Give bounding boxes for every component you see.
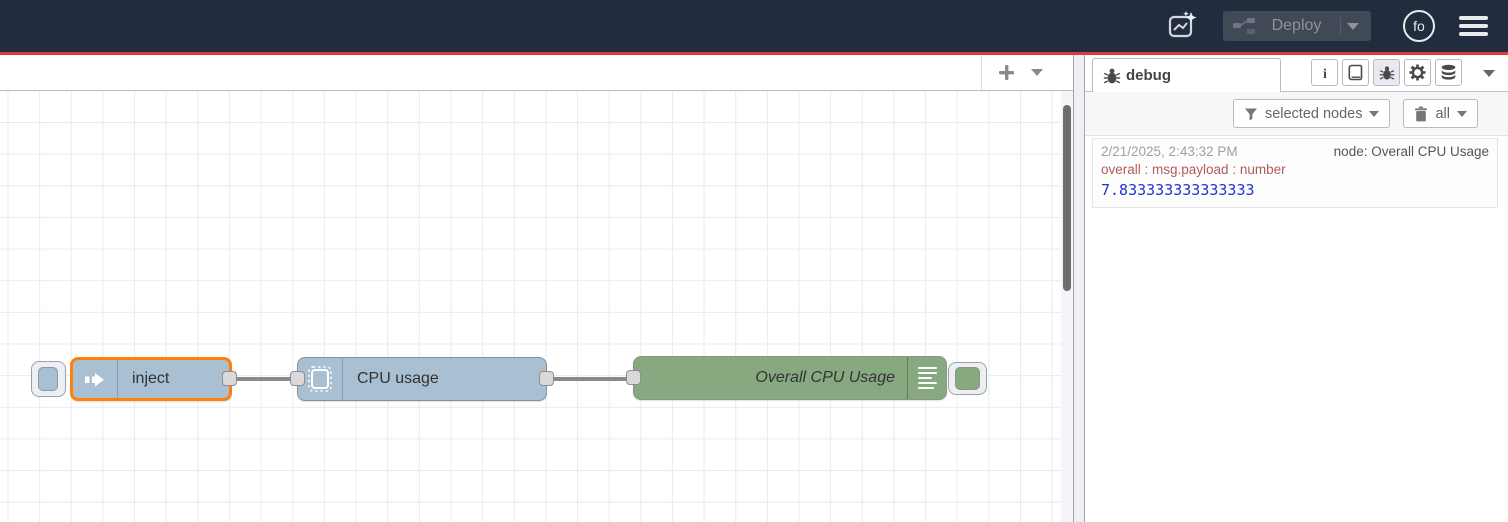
svg-text:i: i — [1323, 67, 1327, 81]
header-bar: Deploy fo — [0, 0, 1508, 52]
message-property[interactable]: overall : msg.payload : number — [1101, 162, 1286, 177]
avatar-initials: fo — [1413, 18, 1425, 34]
debug-filter-button[interactable]: selected nodes — [1232, 99, 1391, 128]
sidebar-tab-info-button[interactable]: i — [1311, 59, 1338, 86]
filter-icon — [1244, 108, 1257, 120]
flow-list-button[interactable] — [1031, 69, 1043, 76]
node-label: CPU usage — [357, 370, 439, 387]
message-value[interactable]: 7.833333333333333 — [1101, 181, 1255, 199]
deploy-label: Deploy — [1271, 17, 1322, 34]
add-flow-button[interactable] — [998, 64, 1015, 81]
gear-icon — [1409, 64, 1426, 81]
sidebar-resize-gutter[interactable] — [1074, 55, 1085, 522]
wire-cpu-to-debug[interactable] — [549, 377, 641, 381]
debug-clear-label: all — [1435, 105, 1450, 122]
node-cpu-usage[interactable]: CPU usage — [290, 357, 554, 401]
workspace: inject CPU usage Overall CPU Usage — [0, 55, 1074, 522]
deploy-options-caret-icon[interactable] — [1347, 22, 1359, 30]
deploy-divider — [1340, 17, 1341, 35]
wire-inject-to-cpu[interactable] — [234, 377, 294, 381]
deploy-icon — [1233, 18, 1255, 34]
message-source-node[interactable]: node: Overall CPU Usage — [1333, 144, 1489, 159]
editor-banner-stripe — [0, 52, 1508, 55]
inject-arrow-icon — [73, 360, 118, 398]
sidebar-tab-help-button[interactable] — [1342, 59, 1369, 86]
info-icon: i — [1323, 67, 1327, 81]
database-icon — [1441, 64, 1456, 80]
main-menu-icon[interactable] — [1459, 16, 1488, 36]
caret-down-icon — [1369, 110, 1380, 117]
node-label: Overall CPU Usage — [755, 369, 895, 386]
trash-icon — [1415, 106, 1428, 121]
debug-message-list: 2/21/2025, 2:43:32 PM node: Overall CPU … — [1085, 138, 1508, 208]
flow-canvas[interactable]: inject CPU usage Overall CPU Usage — [0, 91, 1061, 522]
sidebar: debug i — [1085, 55, 1508, 522]
cpu-chip-icon — [298, 358, 343, 400]
tab-debug-label: debug — [1126, 67, 1171, 84]
tab-debug[interactable]: debug — [1092, 58, 1281, 92]
node-debug-overall-cpu[interactable]: Overall CPU Usage — [626, 356, 947, 400]
sidebar-tab-debug-button[interactable] — [1373, 59, 1400, 86]
plus-icon — [999, 65, 1014, 80]
flow-tab-bar — [0, 55, 1073, 91]
bug-icon — [1103, 68, 1121, 83]
debug-filter-toolbar: selected nodes all — [1085, 92, 1508, 136]
sidebar-tab-config-button[interactable] — [1404, 59, 1431, 86]
caret-down-icon — [1457, 110, 1467, 117]
caret-down-icon — [1031, 69, 1043, 76]
message-timestamp: 2/21/2025, 2:43:32 PM — [1101, 144, 1238, 159]
user-avatar[interactable]: fo — [1403, 10, 1435, 42]
sidebar-tab-context-button[interactable] — [1435, 59, 1462, 86]
cpu-input-port[interactable] — [290, 371, 305, 386]
debug-message[interactable]: 2/21/2025, 2:43:32 PM node: Overall CPU … — [1092, 138, 1498, 208]
deploy-button[interactable]: Deploy — [1223, 11, 1371, 41]
bug-icon — [1379, 65, 1394, 80]
debug-toggle-button[interactable] — [948, 362, 987, 395]
canvas-vertical-scrollbar[interactable] — [1061, 91, 1073, 522]
node-inject[interactable]: inject — [70, 357, 237, 401]
sidebar-tab-bar: debug i — [1085, 55, 1508, 92]
debug-clear-button[interactable]: all — [1403, 99, 1478, 128]
book-icon — [1348, 64, 1363, 81]
sidebar-options-caret-icon[interactable] — [1483, 70, 1495, 77]
node-label: inject — [132, 370, 170, 387]
scrollbar-thumb[interactable] — [1063, 105, 1071, 291]
inject-output-port[interactable] — [222, 371, 237, 386]
debug-list-icon — [907, 357, 946, 399]
debug-filter-label: selected nodes — [1264, 105, 1363, 122]
inject-trigger-button[interactable] — [31, 361, 66, 397]
cpu-output-port[interactable] — [539, 371, 554, 386]
debug-input-port[interactable] — [626, 370, 641, 385]
assistant-icon[interactable] — [1165, 9, 1199, 43]
